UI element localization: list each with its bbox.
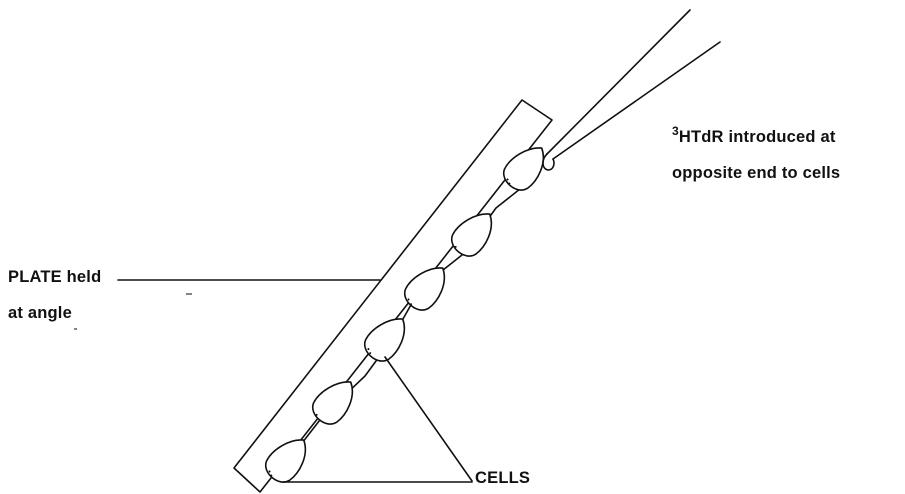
cell [264, 439, 307, 483]
pipette-upper-line [546, 9, 691, 155]
cell [502, 147, 545, 191]
plate-label-line2: at angle [8, 304, 72, 322]
htdr-superscript: 3 [672, 124, 679, 138]
htdr-line1-text: HTdR introduced at [678, 128, 836, 146]
cell [403, 267, 446, 311]
pipette-lower-line [552, 41, 721, 160]
cells-label: CELLS [475, 469, 531, 487]
tilted-plate [233, 99, 553, 493]
cell [363, 318, 406, 362]
cell [311, 381, 354, 425]
pipette-tip-droplet [542, 153, 555, 171]
plate-label: PLATE held at angle [8, 259, 101, 331]
plate-label-line1: PLATE held [8, 268, 102, 286]
htdr-label: 3HTdR introduced at opposite end to cell… [672, 113, 840, 191]
cells-leader-line-upper [384, 356, 473, 482]
htdr-label-line1: 3HTdR introduced at [672, 113, 840, 155]
cell [450, 213, 493, 257]
htdr-label-line2: opposite end to cells [672, 164, 841, 182]
